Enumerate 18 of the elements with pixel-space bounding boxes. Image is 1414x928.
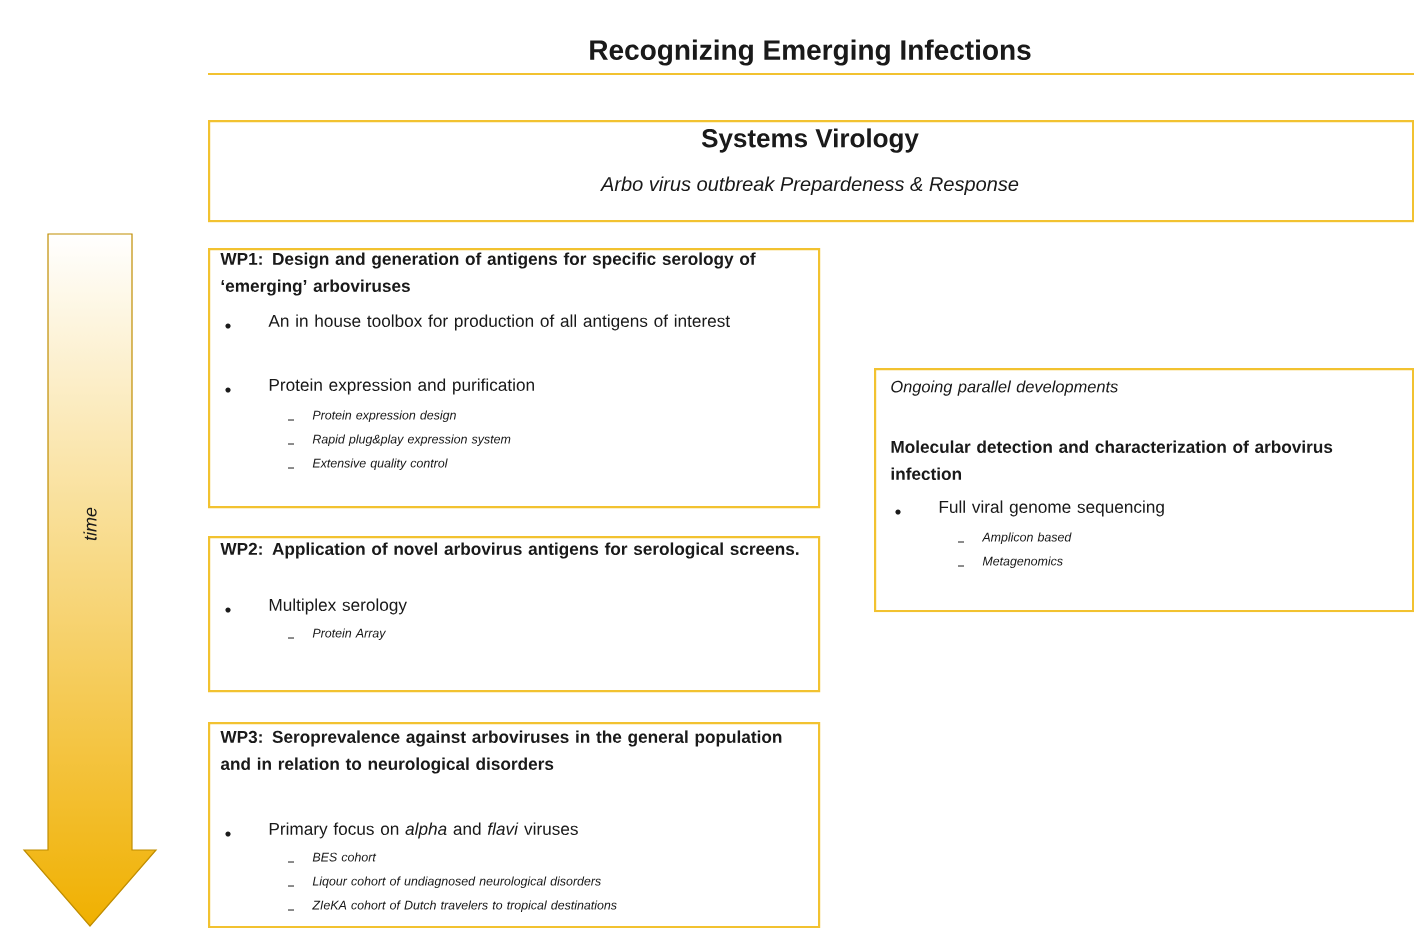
bullet-item: Primary focus on alpha and flavi viruses <box>225 822 578 839</box>
title: Recognizing Emerging Infections <box>590 39 1031 66</box>
heading: WP1: Design and generation of antigens for specific serology of ‘emerging’ arboviruses <box>220 252 756 296</box>
heading: WP2: Application of novel arbovirus antigens for serological screens. <box>220 542 799 559</box>
work-package-box <box>208 248 821 509</box>
bullet-item: Full viral genome sequencing <box>895 500 1164 517</box>
work-package-box <box>208 722 821 928</box>
bullet-item: Multiplex serology <box>225 598 407 615</box>
bullet-item: An in house toolbox for production of all antigens of interest <box>225 314 730 331</box>
side-box <box>874 368 1414 613</box>
work-package-box <box>208 536 821 693</box>
header-box <box>208 120 1414 223</box>
heading: Molecular detection and characterization of arbovirus infection <box>891 440 1333 481</box>
box-subtitle: Arbo virus outbreak Prepardeness & Response <box>600 176 1019 196</box>
heading: WP3: Seroprevalence against arboviruses in the general population and in relation to neurological disorders <box>220 730 782 774</box>
bullet-item: Protein expression and purification <box>225 378 534 395</box>
note: Ongoing parallel developments <box>891 380 1118 396</box>
box-title: Systems Virology <box>701 128 919 153</box>
